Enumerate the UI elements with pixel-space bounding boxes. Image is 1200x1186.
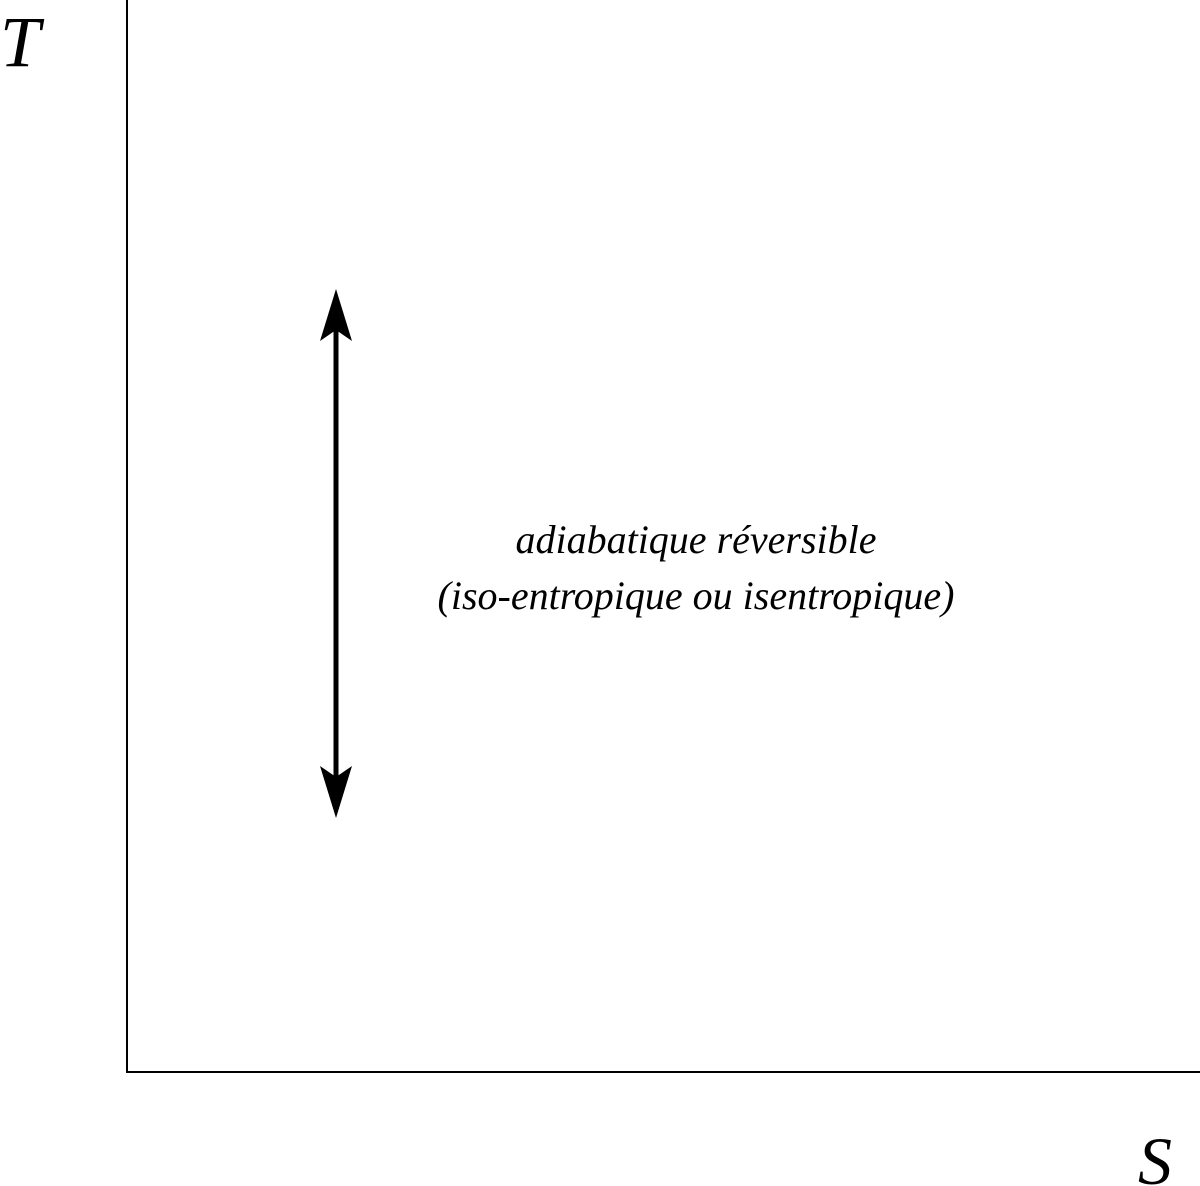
process-label-line1: adiabatique réversible: [515, 517, 876, 562]
x-axis-label: S: [1138, 1123, 1172, 1186]
isentropic-arrow: [320, 289, 352, 818]
arrow-head-up: [320, 289, 352, 341]
y-axis-label: T: [0, 2, 45, 82]
arrow-head-down: [320, 766, 352, 818]
process-label-line2: (iso-entropique ou isentropique): [438, 573, 955, 618]
